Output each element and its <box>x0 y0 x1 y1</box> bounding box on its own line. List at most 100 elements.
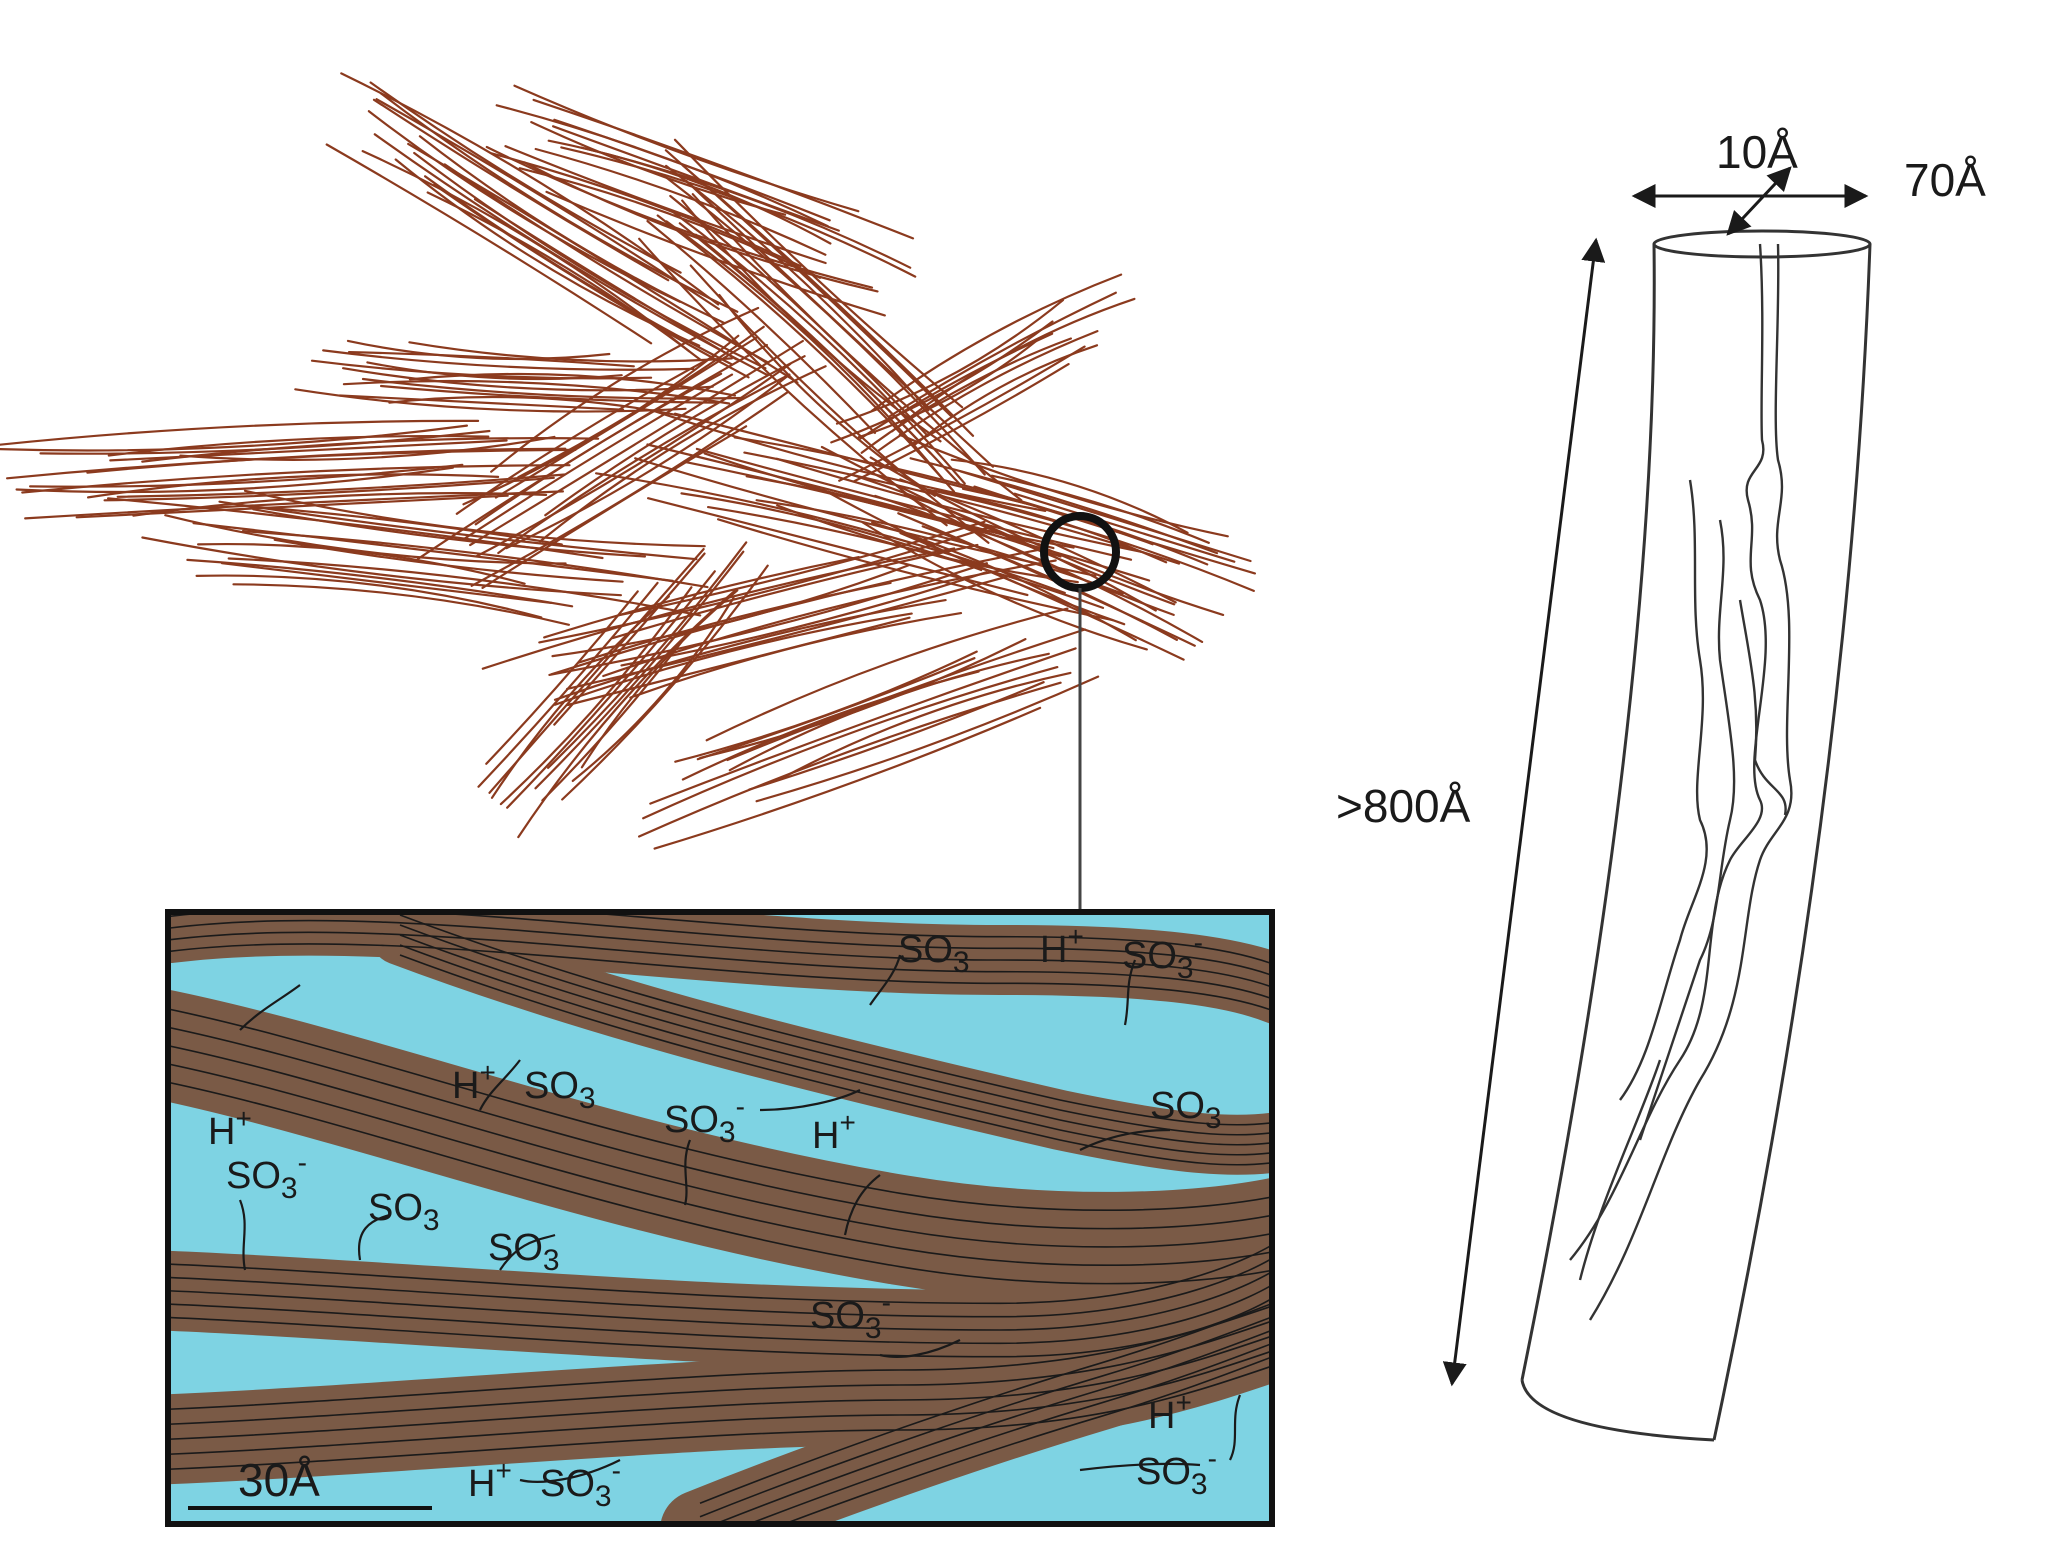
ion-label: SO3- <box>226 1147 307 1205</box>
fiber-strand <box>197 542 526 585</box>
ion-label: H+ <box>1148 1387 1192 1437</box>
fiber-strand <box>743 451 1181 565</box>
fiber-strand <box>990 474 1210 544</box>
fibril-line <box>699 1302 1272 1505</box>
fiber-strand <box>571 596 735 782</box>
ion-label: SO3- <box>810 1287 891 1345</box>
polymer-fiber-aggregate <box>0 72 1256 850</box>
fiber-strand <box>860 337 1072 454</box>
fiber-strand <box>899 478 1177 604</box>
ion-label: H+ <box>452 1057 496 1107</box>
polymer-bundles <box>168 912 1272 1524</box>
fibril-line <box>746 1342 1272 1524</box>
fiber-strand <box>682 460 1151 582</box>
side-chain <box>879 1339 961 1358</box>
fiber-strand <box>443 163 768 363</box>
ion-label: SO3 <box>898 929 970 979</box>
fiber-strand <box>338 394 625 411</box>
fiber-strand <box>473 198 738 361</box>
fiber-strand <box>0 419 480 446</box>
fibril-line <box>168 1008 1272 1211</box>
fibril-line <box>399 934 1272 1146</box>
side-chain <box>1229 1394 1242 1461</box>
fibril-line <box>168 1044 1272 1248</box>
fiber-strand <box>361 150 691 353</box>
fiber-strand <box>534 550 745 790</box>
fiber-strand <box>552 125 840 232</box>
side-chain <box>479 1059 521 1111</box>
fiber-strand <box>780 671 1072 780</box>
fiber-strand <box>897 512 1196 647</box>
fiber-strand <box>433 183 750 379</box>
fiber-strand <box>861 521 1148 651</box>
fiber-strand <box>408 372 736 397</box>
ion-label: SO3- <box>540 1455 621 1513</box>
fiber-strand <box>186 558 574 608</box>
fiber-strand <box>696 657 976 761</box>
fiber-strand <box>820 445 1176 606</box>
dimension-label-70: 70Å <box>1904 154 1986 206</box>
fiber-strand <box>611 543 979 640</box>
fiber-strand <box>0 424 468 452</box>
fiber-strand <box>705 607 1069 742</box>
side-chain <box>759 1089 861 1112</box>
fiber-strand <box>695 447 1133 561</box>
fiber-strand <box>550 548 1040 676</box>
ion-label: H+ <box>812 1107 856 1157</box>
fiber-strand <box>871 521 1137 642</box>
fiber-strand <box>912 344 1099 447</box>
fiber-strand <box>455 354 717 515</box>
fiber-strand <box>1013 492 1236 563</box>
fiber-strand <box>413 151 767 370</box>
fiber-strand <box>748 681 1045 791</box>
fiber-strand <box>116 473 566 498</box>
fiber-strand <box>638 237 948 527</box>
fiber-strand <box>638 681 1062 838</box>
fiber-strand <box>959 470 1252 563</box>
fiber-strand <box>497 373 791 555</box>
fiber-strand <box>481 547 956 670</box>
cylinder-right-edge <box>1712 243 1872 1441</box>
fiber-strand <box>899 532 1185 661</box>
fiber-strand <box>673 138 964 409</box>
fiber-strand <box>461 373 734 541</box>
fibril-line <box>168 1026 1272 1230</box>
fiber-strand <box>241 530 709 589</box>
fiber-strand <box>541 641 683 802</box>
side-chain <box>357 1213 391 1261</box>
fiber-strand <box>665 164 930 412</box>
fibril-line <box>168 1081 1272 1285</box>
cylinder-left-edge <box>1520 243 1656 1381</box>
fiber-strand <box>656 214 956 493</box>
side-chain <box>843 1174 881 1236</box>
fiber-strand <box>15 466 454 494</box>
fiber-strand <box>475 362 792 558</box>
fiber-strand <box>665 220 943 479</box>
fiber-strand <box>504 145 827 265</box>
fibril-line <box>168 1063 1272 1266</box>
cylinder-strand <box>1738 599 1787 816</box>
fiber-strand <box>718 294 936 497</box>
fiber-strand <box>499 586 693 806</box>
ion-label: H+ <box>468 1455 512 1505</box>
fiber-strand <box>109 439 508 462</box>
fiber-strand <box>870 273 1123 412</box>
fiber-strand <box>534 147 827 256</box>
fiber-strand <box>649 647 1077 805</box>
ion-label: SO3- <box>1136 1443 1217 1501</box>
fiber-strand <box>469 339 804 547</box>
fiber-strand <box>366 361 623 381</box>
fiber-strand <box>485 590 639 765</box>
fibril-line <box>168 1335 1272 1441</box>
fiber-strand <box>859 332 1054 440</box>
fiber-strand <box>517 325 765 479</box>
fiber-strand <box>539 365 827 543</box>
fiber-strand <box>21 464 571 494</box>
fiber-strand <box>973 485 1256 575</box>
fibril-line <box>169 931 1272 1000</box>
side-chain <box>1123 959 1137 1026</box>
fiber-strand <box>726 628 1086 762</box>
fiber-strand <box>342 367 714 392</box>
fiber-strand <box>107 434 490 457</box>
